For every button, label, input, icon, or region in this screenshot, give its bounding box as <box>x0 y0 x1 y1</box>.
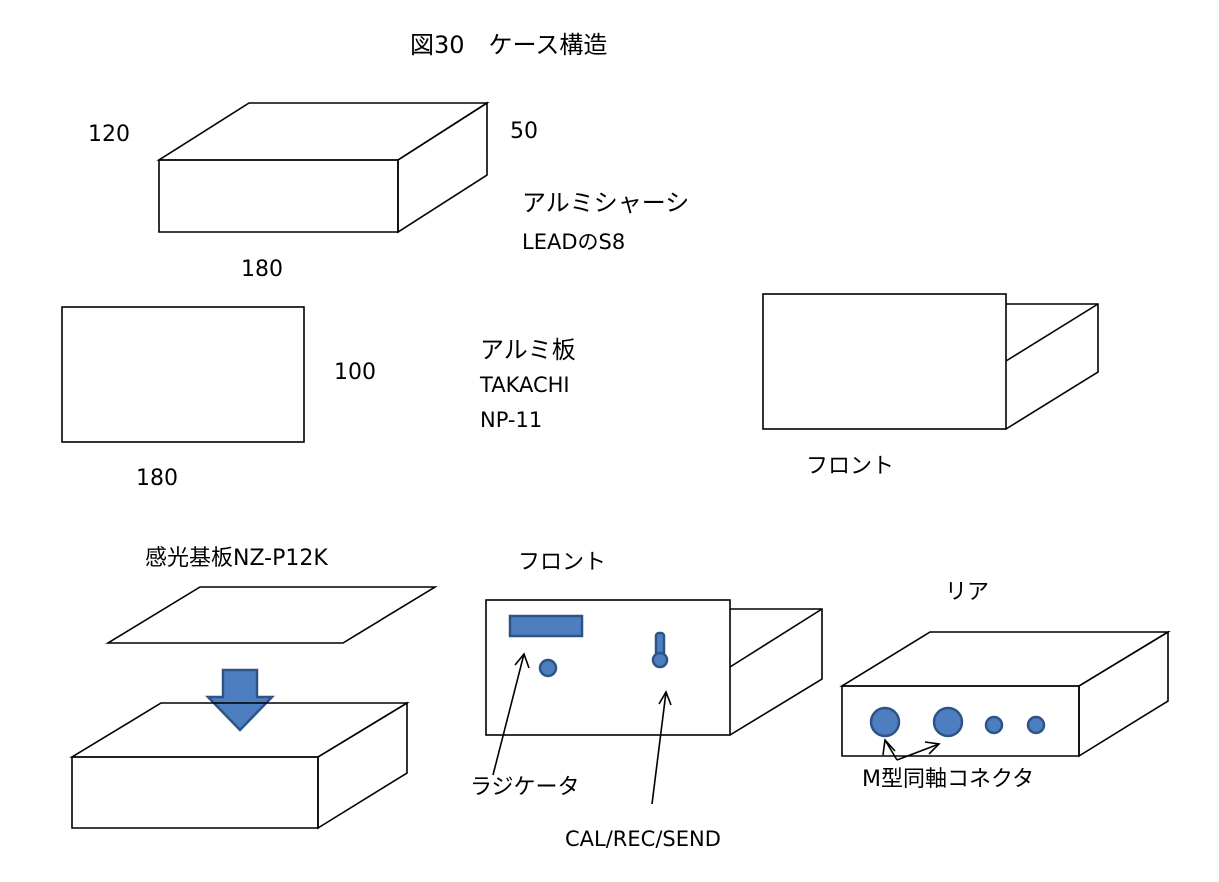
chassis-width-label: 180 <box>241 257 283 282</box>
rear-panel-box <box>839 630 1171 758</box>
front-view-label: フロント <box>806 454 895 479</box>
pcb-sheet <box>105 586 438 644</box>
chassis-box-lower <box>69 701 410 830</box>
chassis-height-label: 50 <box>510 119 538 144</box>
plate-rectangle <box>61 306 305 443</box>
radiator-label: ラジケータ <box>470 775 580 800</box>
down-arrow-icon <box>205 668 275 732</box>
chassis-name: アルミシャーシ <box>522 189 690 217</box>
front-panel-box <box>485 599 823 736</box>
connector-label: M型同軸コネクタ <box>862 767 1035 792</box>
pcb-label: 感光基板NZ-P12K <box>145 546 328 571</box>
chassis-model: LEADのS8 <box>522 230 626 254</box>
front-view-box <box>762 293 1099 430</box>
plate-height-label: 100 <box>334 360 376 385</box>
plate-maker: TAKACHI <box>480 373 570 397</box>
coax-connector-1 <box>869 706 901 738</box>
rear-arrows <box>882 738 941 761</box>
coax-connector-2 <box>932 706 964 738</box>
small-jack-1 <box>984 715 1004 735</box>
switch-label: CAL/REC/SEND <box>565 827 721 851</box>
toggle-switch-icon <box>651 631 669 669</box>
knob-icon <box>538 658 558 678</box>
front-panel-title: フロント <box>518 550 607 575</box>
small-jack-2 <box>1026 715 1046 735</box>
rear-panel-title: リア <box>945 580 990 605</box>
radiator-meter <box>508 614 584 638</box>
plate-width-label: 180 <box>136 466 178 491</box>
front-arrows <box>492 652 672 805</box>
plate-model: NP-11 <box>480 408 543 432</box>
diagram-title: 図30 ケース構造 <box>410 31 608 59</box>
plate-name: アルミ板 <box>480 336 576 364</box>
chassis-box <box>156 101 490 234</box>
chassis-depth-label: 120 <box>88 122 130 147</box>
